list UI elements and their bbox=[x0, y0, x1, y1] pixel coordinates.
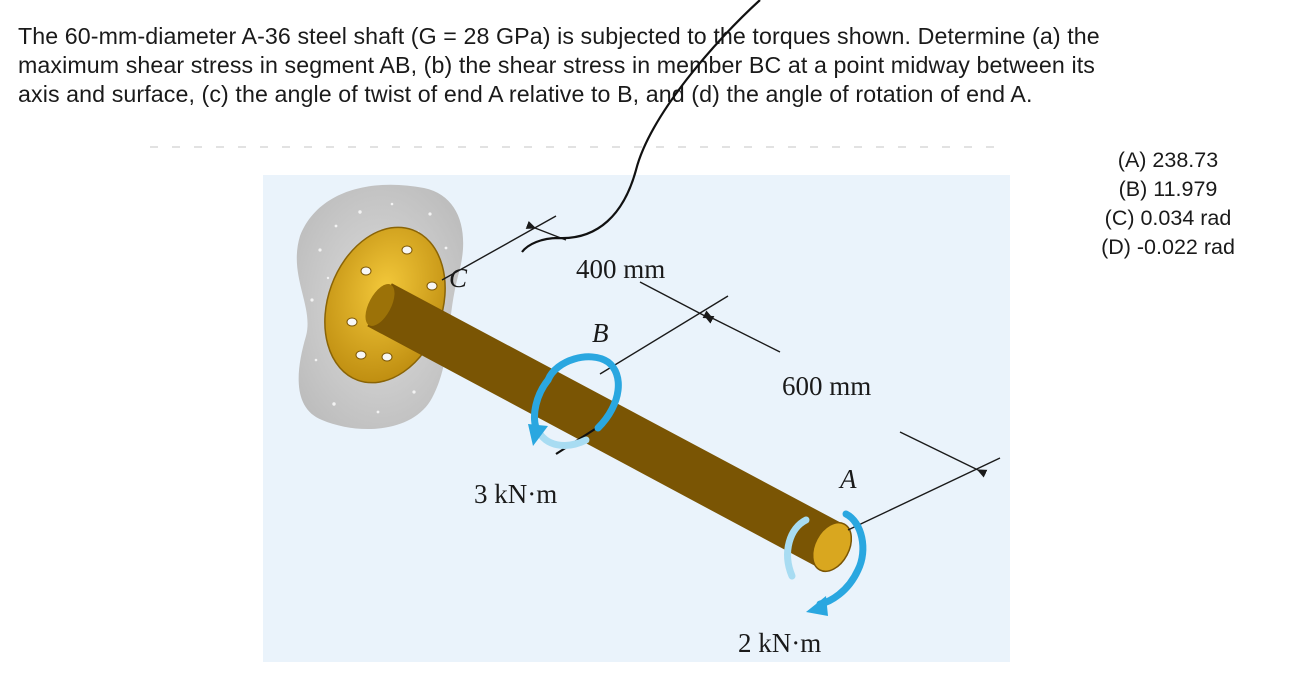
problem-line: axis and surface, (c) the angle of twist… bbox=[18, 81, 1033, 107]
flange-bolts bbox=[346, 245, 438, 362]
label-point-b: B bbox=[592, 318, 609, 348]
shaft-end-a bbox=[811, 521, 853, 573]
label-torque-a: 2 kN·m bbox=[738, 628, 821, 658]
answer-b: (B) 11.979 bbox=[1118, 177, 1218, 201]
torque-arrow-a bbox=[784, 510, 867, 608]
answer-a: (A) 238.73 bbox=[1117, 148, 1219, 172]
label-point-c: C bbox=[449, 263, 468, 293]
label-torque-b: 3 kN·m bbox=[474, 479, 557, 509]
torque-arrowhead-b bbox=[528, 424, 548, 446]
pen-stroke bbox=[521, 0, 761, 253]
problem-line: The 60-mm-diameter A-36 steel shaft (G =… bbox=[18, 23, 1100, 49]
dimension-lines bbox=[441, 215, 1001, 531]
label-dim-ab: 600 mm bbox=[782, 371, 871, 401]
problem-statement: The 60-mm-diameter A-36 steel shaft (G =… bbox=[18, 22, 1268, 109]
answer-d: (D) -0.022 rad bbox=[1101, 235, 1235, 259]
answer-list: (A) 238.73 (B) 11.979 (C) 0.034 rad (D) … bbox=[1078, 146, 1258, 262]
problem-line: maximum shear stress in segment AB, (b) … bbox=[18, 52, 1095, 78]
label-dim-bc: 400 mm bbox=[576, 254, 665, 284]
answer-c: (C) 0.034 rad bbox=[1104, 206, 1232, 230]
torque-arrowhead-a bbox=[806, 596, 828, 616]
shaft-root bbox=[365, 284, 395, 326]
label-point-a: A bbox=[838, 464, 857, 494]
